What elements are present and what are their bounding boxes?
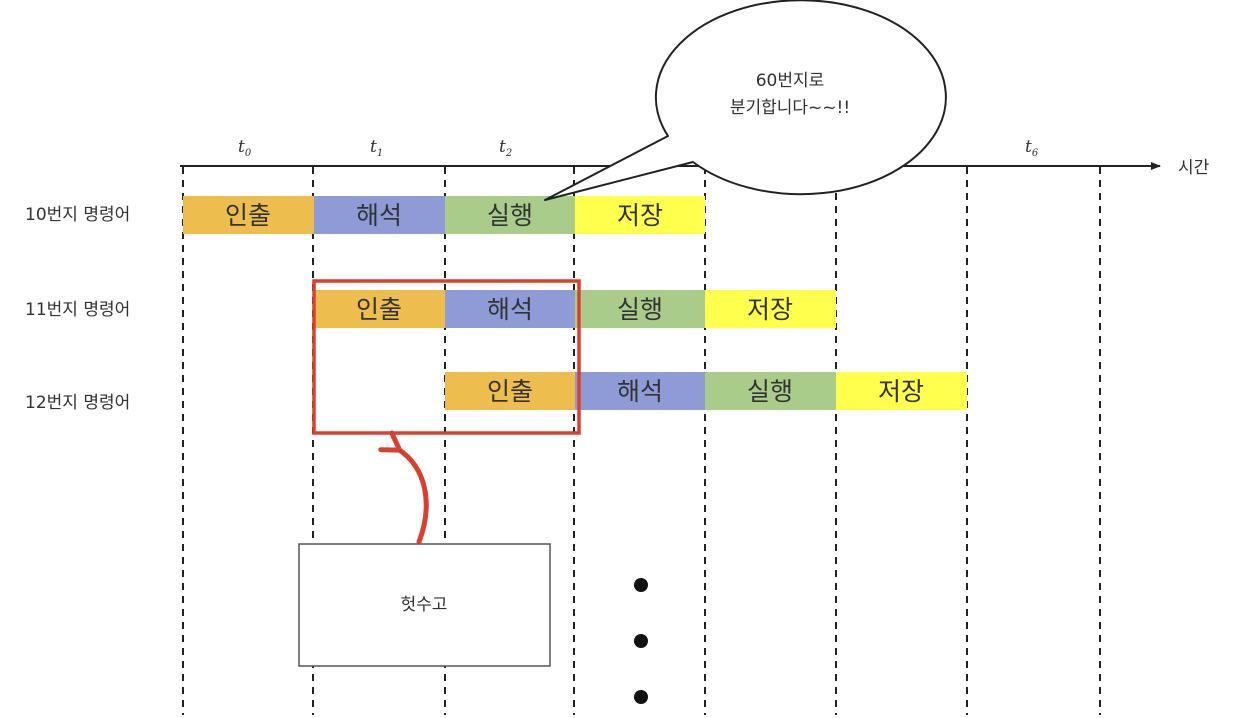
stage-execute-label: 실행: [747, 377, 793, 406]
stage-store: [836, 372, 967, 410]
note-text: 헛수고: [401, 595, 448, 615]
stage-fetch: [314, 290, 445, 328]
tick-t2: t2: [499, 137, 512, 159]
stage-store: [705, 290, 836, 328]
callout-line-1: 60번지로: [756, 71, 825, 91]
stage-decode-label: 해석: [617, 377, 663, 406]
stage-fetch-label: 인출: [225, 201, 271, 230]
stage-decode: [575, 372, 705, 410]
tick-t0: t0: [238, 137, 252, 159]
time-guides: [182, 167, 1101, 715]
callout-shape: [544, 0, 947, 201]
row-11-stages: 인출 해석 실행 저장: [314, 290, 836, 328]
stage-decode-label: 해석: [356, 201, 402, 230]
row-label-11: 11번지 명령어: [25, 300, 130, 320]
note-box: [298, 543, 551, 667]
stage-decode-label: 해석: [487, 295, 533, 324]
ellipsis-dot: [634, 578, 648, 592]
time-axis-label: 시간: [1178, 158, 1210, 178]
continuation-dots: [634, 578, 648, 704]
ellipsis-dot: [634, 690, 648, 704]
stage-execute-label: 실행: [617, 295, 663, 324]
callout-line-2: 분기합니다~~!!: [730, 98, 850, 118]
stage-execute: [705, 372, 836, 410]
row-label-10: 10번지 명령어: [25, 205, 130, 225]
stage-execute: [445, 196, 575, 234]
wasted-stages-highlight: [312, 279, 581, 435]
stage-execute-label: 실행: [487, 201, 533, 230]
stage-store-label: 저장: [747, 295, 793, 324]
row-10-stages: 인출 해석 실행 저장: [183, 196, 705, 234]
red-curved-arrow: [378, 430, 429, 545]
stage-fetch: [445, 372, 575, 410]
stage-store-label: 저장: [617, 201, 663, 230]
stage-fetch-label: 인출: [356, 295, 402, 324]
row-label-12: 12번지 명령어: [25, 393, 130, 413]
stage-fetch-label: 인출: [487, 377, 533, 406]
stage-store: [575, 196, 705, 234]
tick-t1: t1: [370, 137, 383, 159]
stage-fetch: [183, 196, 314, 234]
stage-decode: [445, 290, 575, 328]
stage-store-label: 저장: [878, 377, 924, 406]
stage-execute: [575, 290, 705, 328]
row-12-stages: 인출 해석 실행 저장: [445, 372, 967, 410]
tick-t6: t6: [1025, 137, 1039, 159]
stage-decode: [314, 196, 445, 234]
ellipsis-dot: [634, 634, 648, 648]
callout-bubble: 60번지로 분기합니다~~!!: [544, 0, 947, 201]
